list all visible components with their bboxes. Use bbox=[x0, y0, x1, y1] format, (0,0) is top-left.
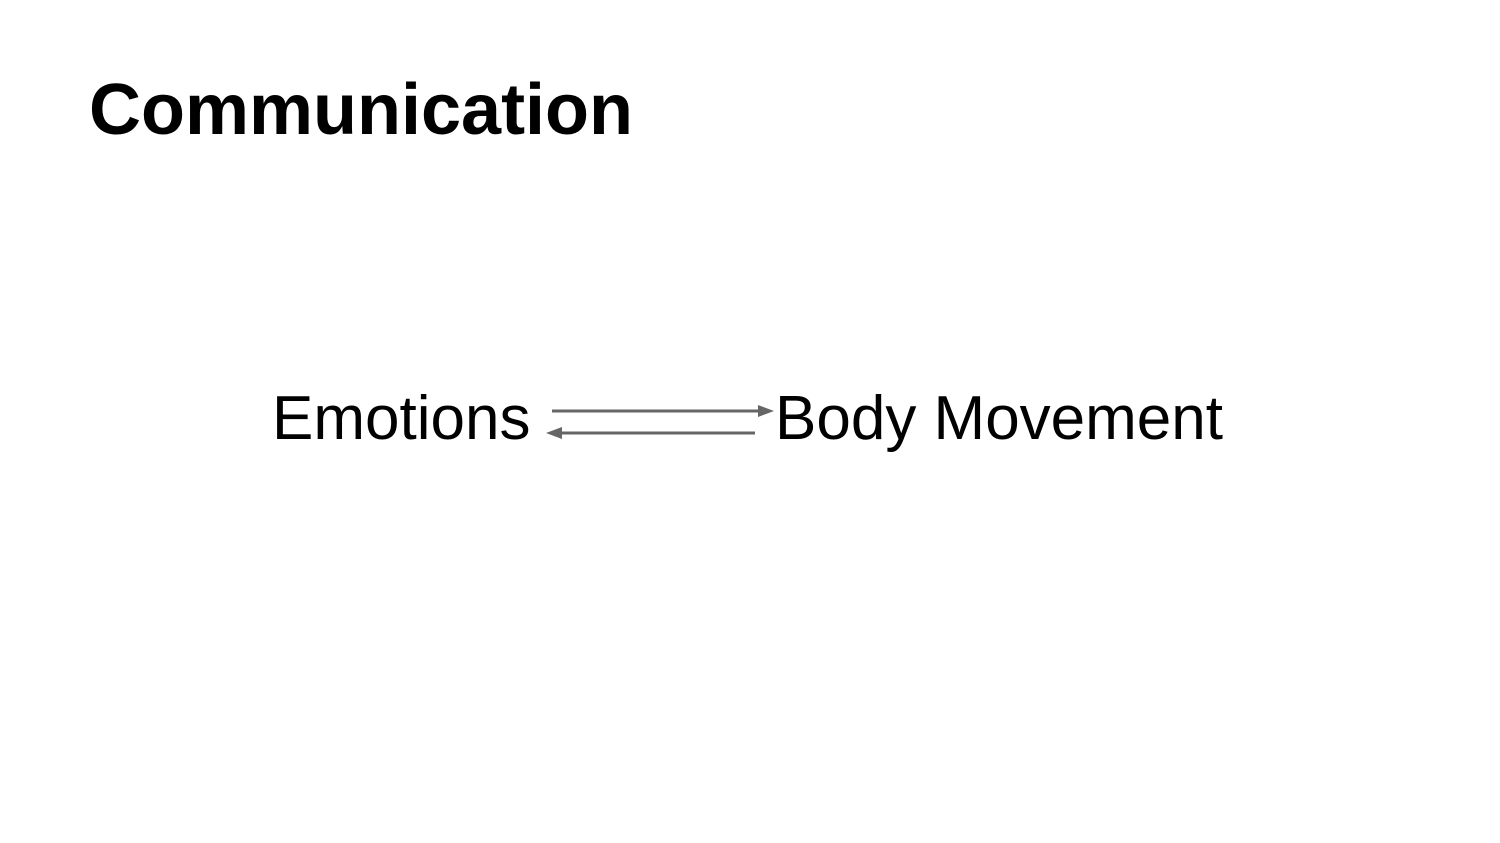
bidirectional-arrows bbox=[546, 405, 774, 439]
emotions-node: Emotions bbox=[272, 384, 531, 453]
arrow-body-movement-to-emotions bbox=[546, 427, 755, 439]
arrow-emotions-to-body-movement bbox=[552, 405, 774, 417]
body-movement-node: Body Movement bbox=[775, 384, 1223, 453]
slide-title: Communication bbox=[89, 70, 634, 150]
